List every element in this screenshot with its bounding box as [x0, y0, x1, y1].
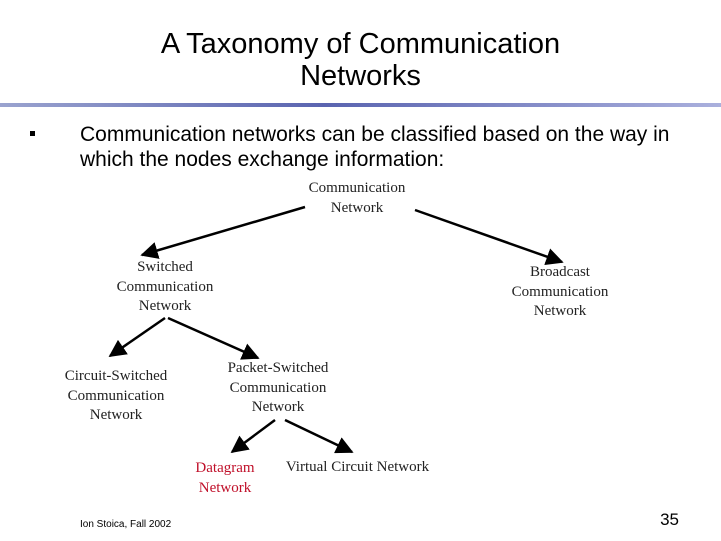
node-packet-switched-network: Packet-Switched Communication Network — [227, 360, 329, 415]
edge-switched-packet — [167, 316, 260, 360]
slide-title: A Taxonomy of Communication Networks — [0, 28, 721, 92]
footer-credit: Ion Stoica, Fall 2002 — [80, 519, 172, 530]
edge-switched-circuit — [108, 316, 166, 358]
edge-packet-datagram — [230, 418, 276, 454]
node-circuit-switched-network: Circuit-Switched Communication Network — [64, 368, 168, 423]
bullet-text: Communication networks can be classified… — [80, 123, 670, 171]
slide-title-text: A Taxonomy of Communication Networks — [160, 28, 561, 92]
node-switched-network: Switched Communication Network — [116, 259, 214, 314]
node-communication-network: Communication Network — [308, 180, 406, 216]
title-divider — [0, 103, 721, 107]
node-datagram-network: Datagram Network — [195, 460, 255, 496]
node-virtual-circuit-network: Virtual Circuit Network — [285, 459, 430, 475]
edge-packet-virtual — [284, 418, 354, 454]
bullet-marker-icon — [30, 131, 35, 136]
edge-root-switched — [140, 205, 306, 259]
edge-root-broadcast — [414, 208, 564, 265]
page-number: 35 — [660, 510, 679, 529]
node-broadcast-network: Broadcast Communication Network — [511, 264, 609, 319]
